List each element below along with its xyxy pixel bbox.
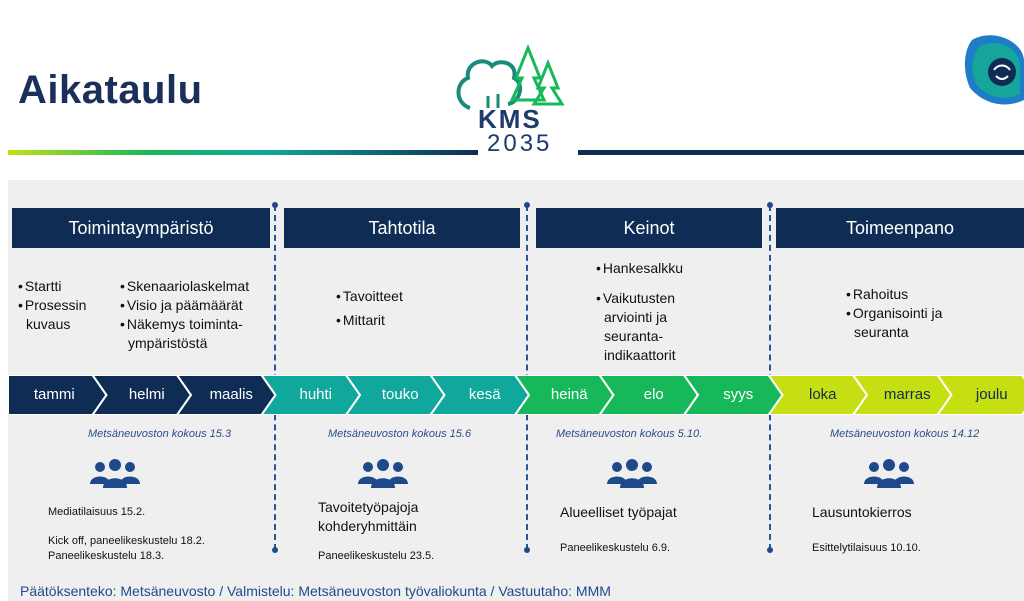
- separator-dot: [272, 202, 278, 208]
- people-group-icon: [864, 459, 914, 488]
- month-segment: [513, 375, 615, 415]
- phase-toimintaymparisto: Toimintaympäristö: [12, 208, 270, 248]
- bullet-item: Näkemys toiminta-: [120, 315, 249, 334]
- bullet-item-cont: kuvaus: [26, 316, 71, 332]
- bullet-item-cont: arviointi ja: [604, 309, 668, 325]
- month-label-elo: elo: [643, 386, 664, 403]
- bullet-item: Vaikutusten: [596, 289, 683, 308]
- month-segment: [429, 375, 531, 415]
- event-note: Mediatilaisuus 15.2.: [48, 506, 146, 518]
- month-label-loka: loka: [808, 386, 837, 403]
- month-label-helmi: helmi: [128, 386, 165, 403]
- separator-dot: [767, 202, 773, 208]
- month-label-joulu: joulu: [975, 386, 1008, 403]
- event-title: Tavoitetyöpajoja: [318, 499, 419, 515]
- event-title: Lausuntokierros: [812, 504, 912, 520]
- separator-dot: [524, 202, 530, 208]
- people-group-icon: [90, 459, 140, 488]
- month-label-syys: syys: [723, 386, 754, 403]
- event-note: Kick off, paneelikeskustelu 18.2.: [48, 535, 205, 547]
- month-label-touko: touko: [381, 386, 419, 403]
- bullet-item: Visio ja päämäärät: [120, 296, 249, 315]
- month-segment: [682, 375, 784, 415]
- footer-note: Päätöksenteko: Metsäneuvosto / Valmistel…: [20, 583, 611, 599]
- logo-year-text: 2035: [487, 130, 553, 157]
- event-note: Paneelikeskustelu 18.3.: [48, 550, 165, 562]
- bullet-item: Skenaariolaskelmat: [120, 277, 249, 296]
- phase-keinot: Keinot: [536, 208, 762, 248]
- event-title: kohderyhmittäin: [318, 518, 417, 534]
- bullet-item: Prosessin: [18, 296, 86, 315]
- people-group-icon: [358, 459, 408, 488]
- bullet-item: Tavoitteet: [336, 284, 403, 308]
- bullet-item: Mittarit: [336, 308, 403, 332]
- bullet-item-cont: seuranta: [854, 324, 909, 340]
- separator-dot: [767, 547, 773, 553]
- month-timeline-bar: [7, 375, 1024, 415]
- month-label-heinä: heinä: [550, 386, 588, 403]
- month-segment: [936, 375, 1024, 415]
- month-segment: [91, 375, 193, 415]
- event-note: Paneelikeskustelu 23.5.: [318, 550, 435, 562]
- month-label-kesä: kesä: [468, 386, 501, 403]
- month-label-huhti: huhti: [299, 386, 333, 403]
- phase1-bullets-left: Startti Prosessin kuvaus: [18, 277, 86, 334]
- month-segment: [767, 375, 869, 415]
- separator-dot: [524, 547, 530, 553]
- phase3-bullets: Hankesalkku Vaikutusten arviointi ja seu…: [596, 259, 683, 365]
- month-segment: [175, 375, 277, 415]
- bullet-item-cont: seuranta-: [604, 328, 664, 344]
- header-divider-left: [8, 150, 478, 155]
- logo-kms-text: KMS: [478, 104, 542, 134]
- kms-tree-logo-icon: [456, 43, 565, 110]
- event-title: Alueelliset työpajat: [560, 504, 677, 520]
- meeting-note: Metsäneuvoston kokous 14.12: [830, 428, 980, 440]
- bullet-item-cont: indikaattorit: [604, 347, 676, 363]
- bullet-item: Rahoitus: [846, 285, 942, 304]
- bullet-item: Hankesalkku: [596, 259, 683, 278]
- page-title: Aikataulu: [18, 68, 203, 112]
- month-label-maalis: maalis: [209, 386, 253, 403]
- header-divider-right: [578, 150, 1024, 155]
- bullet-item: Organisointi ja: [846, 304, 943, 323]
- separator-dot: [272, 547, 278, 553]
- event-note: Paneelikeskustelu 6.9.: [560, 542, 671, 554]
- month-segment: [598, 375, 700, 415]
- meeting-note: Metsäneuvoston kokous 15.6: [328, 428, 472, 440]
- month-label-marras: marras: [883, 386, 931, 403]
- meeting-note: Metsäneuvoston kokous 15.3: [88, 428, 232, 440]
- phase1-bullets-right: Skenaariolaskelmat Visio ja päämäärät Nä…: [120, 277, 249, 353]
- month-segment: [344, 375, 446, 415]
- month-segment: [260, 375, 362, 415]
- phase2-bullets: Tavoitteet Mittarit: [336, 284, 403, 332]
- bullet-item-cont: ympäristöstä: [128, 335, 208, 351]
- event-note: Esittelytilaisuus 10.10.: [812, 542, 921, 554]
- phase-toimeenpano: Toimeenpano: [776, 208, 1024, 248]
- month-label-tammi: tammi: [33, 386, 75, 403]
- phase4-bullets: Rahoitus Organisointi ja seuranta: [846, 285, 943, 342]
- phase-tahtotila: Tahtotila: [284, 208, 520, 248]
- bullet-item: Startti: [18, 277, 86, 296]
- people-group-icon: [607, 459, 657, 488]
- finland-crest-icon: [964, 35, 1024, 105]
- month-segment: [851, 375, 953, 415]
- meeting-note: Metsäneuvoston kokous 5.10.: [556, 428, 703, 440]
